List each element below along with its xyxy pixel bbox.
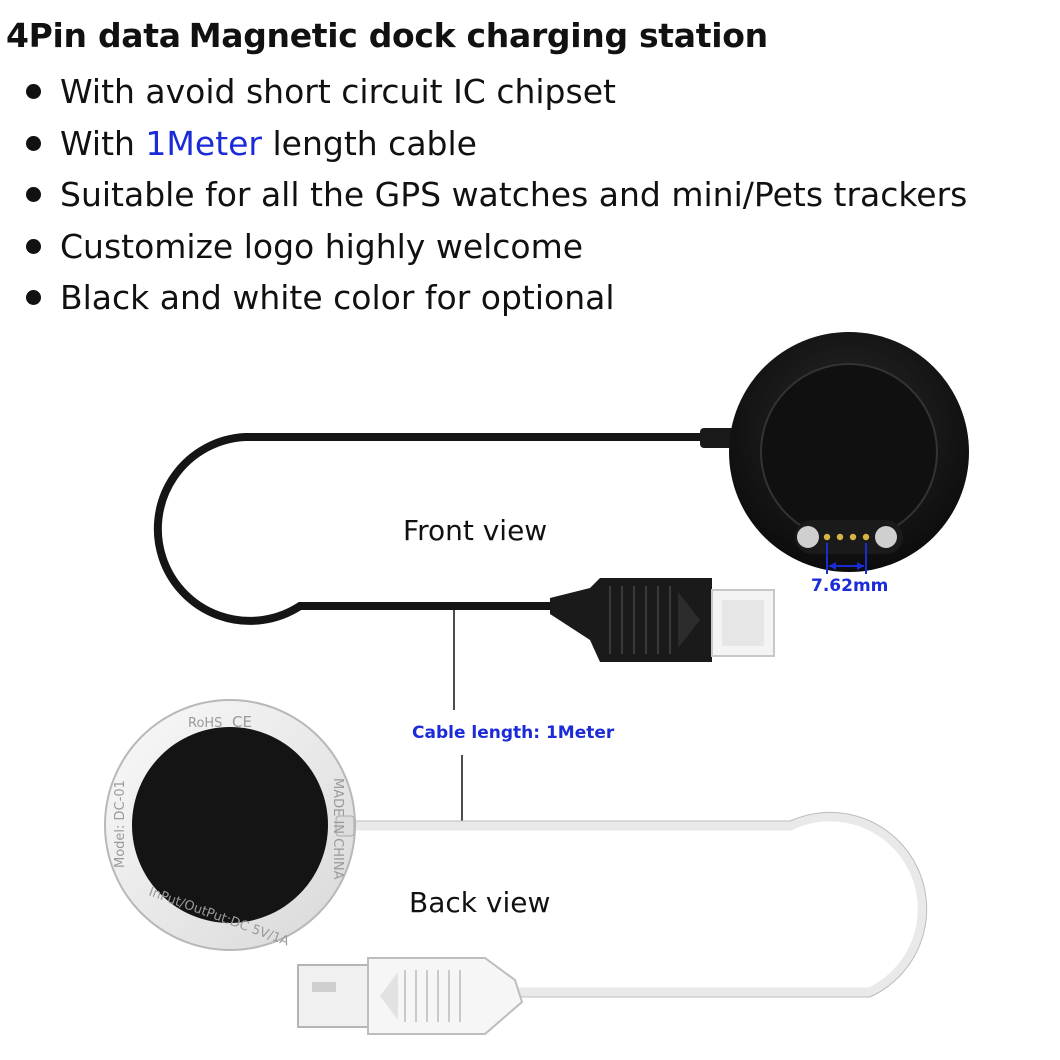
- cable-length-label: Cable length: 1Meter: [412, 723, 615, 743]
- white-dock: [104, 699, 356, 951]
- magnet-right: [875, 526, 897, 548]
- headline-prefix: 4Pin data: [6, 16, 181, 55]
- pogo-pin: [862, 533, 870, 541]
- feature-text: With 1Meter length cable: [60, 118, 477, 170]
- white-cable: [340, 812, 927, 997]
- feature-list: With avoid short circuit IC chipset With…: [26, 66, 967, 324]
- pin-spacing-label: 7.62mm: [811, 576, 889, 596]
- feature-item: With 1Meter length cable: [26, 118, 967, 170]
- pogo-pin: [849, 533, 857, 541]
- black-dock: [729, 332, 969, 572]
- feature-text: Black and white color for optional: [60, 278, 615, 317]
- rohs-mark: RoHS: [188, 716, 222, 731]
- pogo-pin: [836, 533, 844, 541]
- bullet-icon: [26, 187, 41, 203]
- pin-spacing-dimension: [826, 543, 867, 574]
- black-usb-plug: [550, 578, 775, 662]
- pogo-pin: [823, 533, 831, 541]
- front-view-caption: Front view: [403, 514, 548, 547]
- feature-item: With avoid short circuit IC chipset: [26, 66, 967, 118]
- black-cable: [153, 433, 724, 625]
- bullet-icon: [26, 84, 41, 100]
- feature-text-after: length cable: [262, 123, 477, 163]
- bullet-icon: [26, 135, 41, 151]
- model-marking: Model: DC-01: [113, 780, 128, 868]
- origin-marking: MADE IN CHINA: [330, 778, 345, 880]
- feature-text: Customize logo highly welcome: [60, 226, 584, 266]
- white-usb-plug: [297, 957, 524, 1035]
- white-cable-outline: [345, 811, 928, 998]
- magnet-left: [797, 526, 819, 548]
- feature-item: Customize logo highly welcome: [26, 221, 967, 273]
- feature-item: Black and white color for optional: [26, 272, 967, 324]
- feature-text: With avoid short circuit IC chipset: [60, 72, 616, 111]
- feature-text: Suitable for all the GPS watches and min…: [60, 175, 968, 214]
- bullet-icon: [26, 290, 41, 306]
- headline-title: Magnetic dock charging station: [188, 16, 768, 55]
- feature-highlight: 1Meter: [145, 123, 263, 163]
- ce-mark: CE: [232, 713, 252, 731]
- feature-text-before: With: [60, 123, 146, 163]
- back-view-caption: Back view: [409, 886, 551, 919]
- feature-item: Suitable for all the GPS watches and min…: [26, 169, 967, 221]
- bullet-icon: [26, 238, 41, 254]
